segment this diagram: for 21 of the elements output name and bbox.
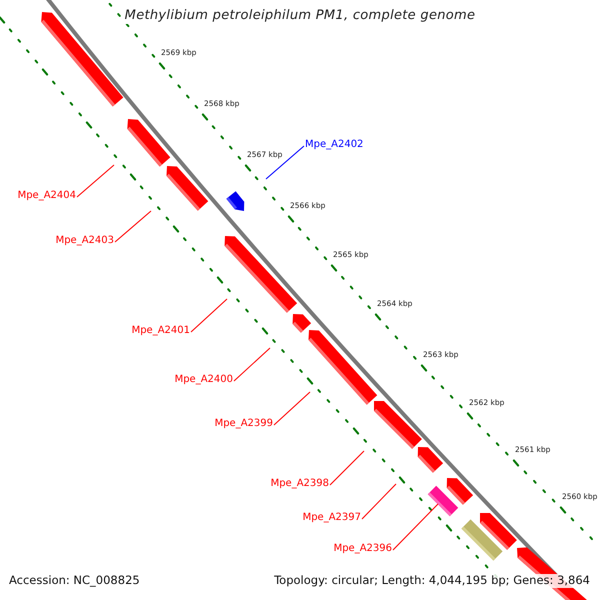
gene-label: Mpe_A2399 xyxy=(214,418,273,430)
gene-label: Mpe_A2404 xyxy=(18,190,76,202)
leader-line xyxy=(362,484,396,520)
gene-label: Mpe_A2400 xyxy=(174,374,233,386)
leader-line xyxy=(234,348,270,382)
leader-line xyxy=(330,450,364,486)
gene-label: Mpe_A2397 xyxy=(302,512,361,524)
leader-line xyxy=(266,146,304,180)
gene-label: Mpe_A2402 xyxy=(305,139,364,151)
leader-line xyxy=(190,298,228,332)
leader-line xyxy=(76,164,114,198)
gene-box xyxy=(428,486,458,516)
accession-text: Accession: NC_008825 xyxy=(9,574,140,588)
genome-info-text: Topology: circular; Length: 4,044,195 bp; Genes: 3,864 xyxy=(274,574,590,588)
leader-line xyxy=(114,210,152,242)
gene-label: Mpe_A2401 xyxy=(132,325,190,337)
leader-line xyxy=(274,392,310,426)
gene-label: Mpe_A2403 xyxy=(56,235,114,247)
gene-label: Mpe_A2398 xyxy=(270,478,329,490)
gene-label: Mpe_A2396 xyxy=(334,543,392,555)
title: Methylibium petroleiphilum PM1, complete genome xyxy=(124,8,476,24)
